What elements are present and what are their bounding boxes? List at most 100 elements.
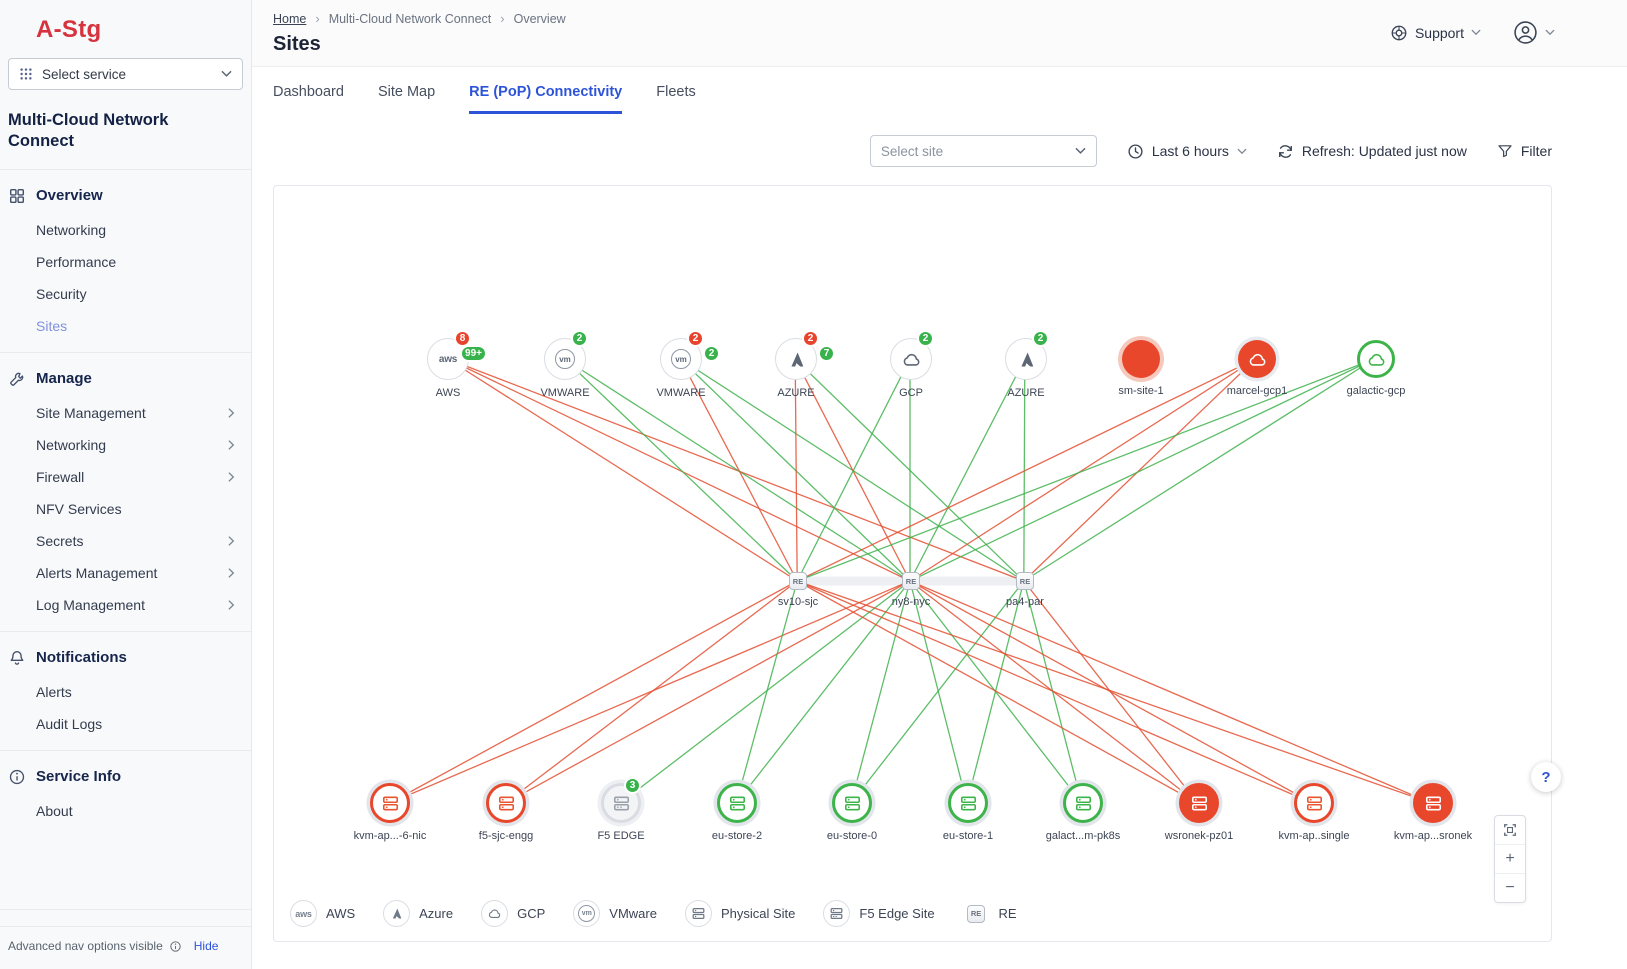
sidebar-item-manage-networking[interactable]: Networking (0, 429, 251, 461)
sidebar-item-overview-sites[interactable]: Sites (0, 310, 251, 342)
breadcrumb-product[interactable]: Multi-Cloud Network Connect (328, 11, 492, 26)
breadcrumb-separator: › (500, 11, 505, 26)
edge-aws-ny8 (447, 358, 911, 582)
refresh-button[interactable]: Refresh: Updated just now (1277, 143, 1467, 160)
legend-icon (684, 900, 712, 927)
nav-section-header-notifications[interactable]: Notifications (0, 640, 251, 676)
node-galacticgcp[interactable]: galactic-gcp (1347, 340, 1405, 397)
edge-azure1-sv10 (794, 358, 798, 582)
node-f5sjc[interactable]: f5-sjc-engg (479, 783, 533, 842)
tab-re-pop-connectivity[interactable]: RE (PoP) Connectivity (469, 84, 623, 114)
sidebar-item-manage-alerts-management[interactable]: Alerts Management (0, 557, 251, 589)
sidebar-item-notifications-alerts[interactable]: Alerts (0, 676, 251, 708)
gcp-icon (901, 349, 922, 370)
node-wsronek[interactable]: wsronek-pz01 (1165, 783, 1233, 842)
azure-icon (786, 349, 807, 370)
node-label: VMWARE (540, 387, 590, 399)
legend-label: F5 Edge Site (859, 906, 935, 921)
status-badge-green: 2 (917, 330, 934, 347)
node-circle: 3 (601, 777, 641, 823)
legend-physical-site: Physical Site (684, 900, 795, 927)
time-range-select[interactable]: Last 6 hours (1127, 143, 1247, 160)
edge-eustore0-ny8 (850, 580, 911, 804)
zoom-in-button[interactable]: + (1495, 844, 1525, 873)
sidebar-item-label: Networking (36, 221, 107, 238)
sidebar-item-label: Audit Logs (36, 715, 103, 732)
node-circle (1413, 783, 1453, 823)
node-galactpk8s[interactable]: galact...m-pk8s (1046, 783, 1120, 842)
status-badge-green: 2 (703, 345, 720, 362)
nav-section-header-service-info[interactable]: Service Info (0, 759, 251, 795)
info-icon (169, 940, 182, 953)
legend-gcp: GCP (481, 900, 545, 927)
tab-dashboard[interactable]: Dashboard (273, 84, 344, 100)
filter-button[interactable]: Filter (1497, 143, 1552, 159)
breadcrumb-home[interactable]: Home (273, 11, 307, 26)
status-badge-green: 7 (818, 345, 835, 362)
sidebar-item-overview-performance[interactable]: Performance (0, 246, 251, 278)
sidebar-item-manage-site-management[interactable]: Site Management (0, 397, 251, 429)
node-eustore1[interactable]: eu-store-1 (943, 783, 993, 842)
edge-vmware1-sv10 (564, 358, 798, 582)
hide-link[interactable]: Hide (193, 939, 219, 953)
edge-galacticgcp-ny8 (909, 358, 1375, 582)
legend-icon: RE (963, 900, 990, 927)
legend-icon (383, 900, 411, 927)
sidebar-item-notifications-audit-logs[interactable]: Audit Logs (0, 708, 251, 740)
account-menu[interactable] (1513, 20, 1555, 45)
server-icon (1190, 794, 1209, 813)
server-icon (1305, 794, 1324, 813)
azure-icon (1016, 349, 1037, 370)
sidebar-item-manage-log-management[interactable]: Log Management (0, 589, 251, 621)
fit-view-button[interactable] (1495, 816, 1525, 844)
vm-icon: vm (578, 905, 596, 922)
sidebar-item-manage-firewall[interactable]: Firewall (0, 461, 251, 493)
tab-site-map[interactable]: Site Map (377, 84, 436, 100)
nav-section-header-manage[interactable]: Manage (0, 361, 251, 397)
main-content: Home › Multi-Cloud Network Connect › Ove… (252, 0, 1627, 969)
zoom-controls: + − (1494, 815, 1526, 903)
edge-f5sjc-ny8 (505, 580, 911, 804)
node-kvmsronek[interactable]: kvm-ap...sronek (1394, 783, 1472, 842)
node-kvm6nic[interactable]: kvm-ap...-6-nic (354, 783, 426, 842)
server-icon (497, 794, 516, 813)
filter-icon (1497, 143, 1513, 159)
node-smsite1[interactable]: sm-site-1 (1118, 340, 1164, 397)
legend-label: RE (998, 906, 1017, 921)
help-button[interactable]: ? (1531, 762, 1561, 792)
site-select[interactable]: Select site (869, 135, 1097, 167)
support-menu[interactable]: Support (1390, 24, 1481, 42)
gcp-icon (1366, 349, 1387, 370)
node-eustore0[interactable]: eu-store-0 (827, 783, 877, 842)
sidebar-item-service-info-about[interactable]: About (0, 795, 251, 827)
sidebar-item-label: Alerts Management (36, 564, 158, 581)
legend-icon: vm (573, 900, 601, 927)
service-select[interactable]: Select service (8, 58, 243, 90)
sidebar-item-manage-secrets[interactable]: Secrets (0, 525, 251, 557)
zoom-out-button[interactable]: − (1495, 873, 1525, 902)
node-eustore2[interactable]: eu-store-2 (712, 783, 762, 842)
node-kvmsingle[interactable]: kvm-ap..single (1279, 783, 1349, 842)
sidebar-item-manage-nfv-services[interactable]: NFV Services (0, 493, 251, 525)
nav-section-header-overview[interactable]: Overview (0, 178, 251, 214)
sidebar-item-overview-networking[interactable]: Networking (0, 214, 251, 246)
node-label: ny8-nyc (891, 596, 931, 608)
tab-fleets[interactable]: Fleets (656, 84, 696, 100)
node-marcel[interactable]: marcel-gcp1 (1227, 340, 1287, 397)
sidebar-item-overview-security[interactable]: Security (0, 278, 251, 310)
node-label: sv10-sjc (777, 596, 819, 608)
